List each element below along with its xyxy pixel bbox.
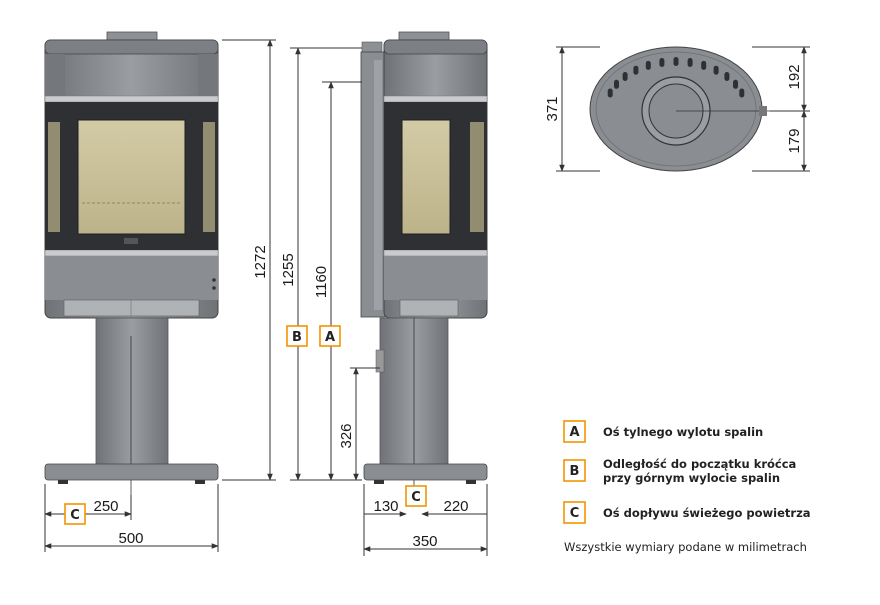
dim-side-front-offset: 130	[373, 498, 398, 515]
vent-slot	[739, 88, 745, 98]
dim-top-front: 179	[786, 128, 803, 153]
dimension-lines	[44, 39, 810, 556]
svg-text:C: C	[411, 490, 421, 505]
vent-slot	[622, 72, 628, 81]
legend-item-a: A Oś tylnego wylotu spalin	[563, 420, 763, 443]
dim-front-half-width: 250	[93, 498, 118, 515]
badge-b-marker: B	[286, 325, 308, 347]
svg-text:B: B	[570, 464, 580, 479]
dim-side-rear-offset: 220	[443, 498, 468, 515]
legend-label-b-line2: przy górnym wylocie spalin	[603, 471, 780, 485]
vent-slot	[673, 57, 679, 66]
vent-slot	[687, 58, 693, 67]
vent-slot	[659, 58, 665, 67]
units-note: Wszystkie wymiary podane w milimetrach	[564, 540, 807, 554]
svg-text:C: C	[70, 508, 80, 523]
svg-text:B: B	[292, 330, 302, 345]
dim-height-a: 1160	[313, 266, 330, 298]
badge-c-marker-front: C	[64, 503, 86, 525]
legend-label-b-line1: Odległość do początku króćca	[603, 457, 796, 471]
dim-top-depth: 371	[544, 96, 561, 121]
vent-slot	[713, 65, 719, 75]
vent-slot	[607, 88, 613, 98]
dim-total-height: 1272	[252, 245, 269, 278]
dim-top-rear: 192	[786, 64, 803, 89]
vent-slot	[701, 60, 707, 70]
vent-slot	[733, 79, 738, 89]
legend-item-b: B Odległość do początku króćca przy górn…	[563, 457, 796, 485]
svg-text:C: C	[570, 506, 580, 521]
vent-slot	[614, 79, 619, 89]
badge-a-marker: A	[319, 325, 341, 347]
side-view	[360, 31, 488, 495]
vent-slot	[724, 72, 730, 81]
top-view	[589, 46, 770, 172]
dim-front-width: 500	[118, 530, 143, 547]
dim-side-depth: 350	[412, 533, 437, 550]
svg-text:A: A	[569, 425, 579, 440]
vent-slots	[607, 57, 745, 98]
dim-height-c: 326	[338, 423, 355, 448]
svg-text:A: A	[325, 330, 335, 345]
legend: A Oś tylnego wylotu spalin B Odległość d…	[563, 420, 811, 554]
legend-item-c: C Oś dopływu świeżego powietrza	[563, 501, 811, 524]
vent-slot	[645, 60, 651, 70]
legend-label-c: Oś dopływu świeżego powietrza	[603, 506, 811, 520]
dim-height-b: 1255	[280, 253, 297, 286]
legend-label-a: Oś tylnego wylotu spalin	[603, 425, 763, 439]
badge-c-marker-side: C	[405, 485, 427, 507]
vent-slot	[633, 65, 639, 75]
front-view	[44, 31, 219, 495]
